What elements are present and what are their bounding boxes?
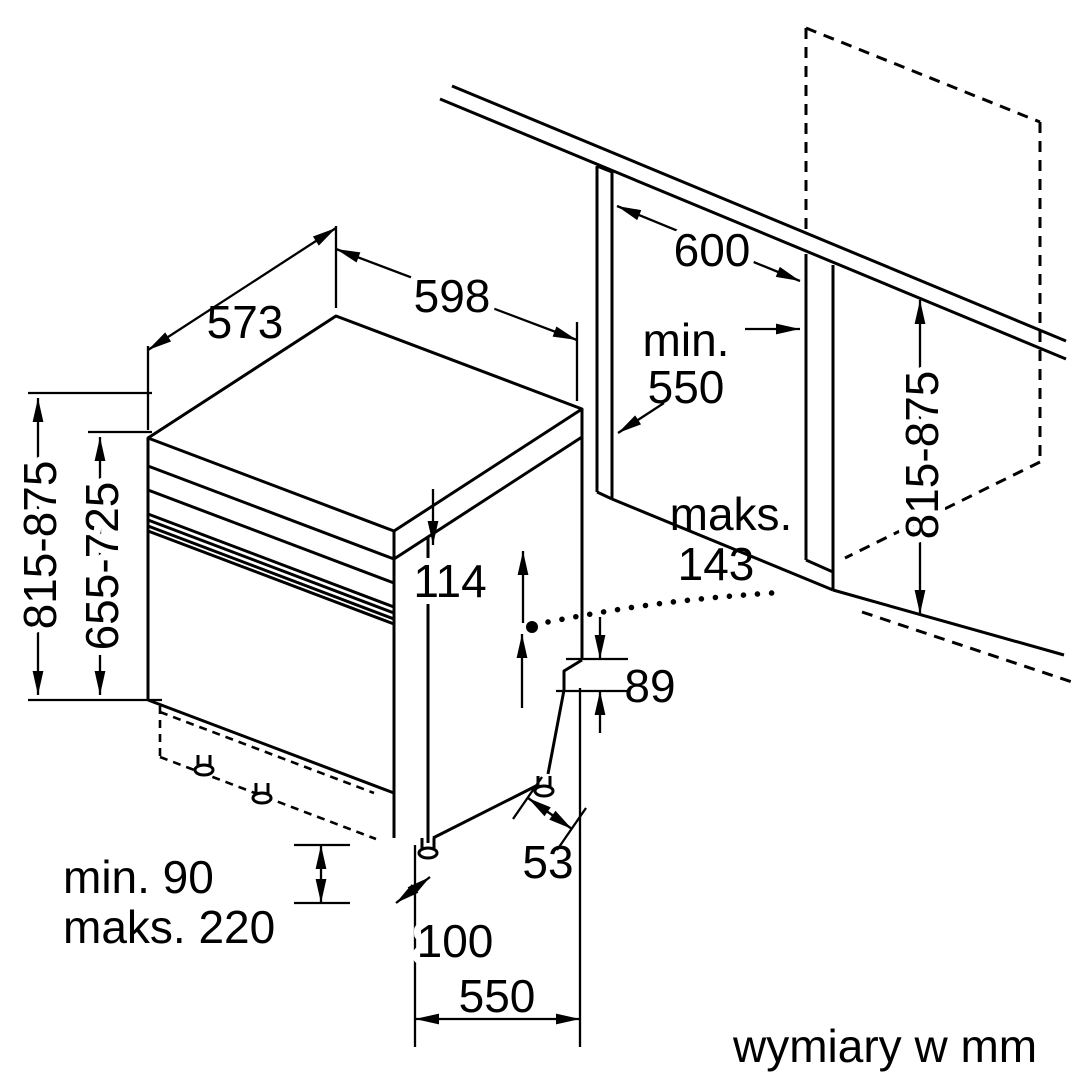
dim-label-control-panel-height: 114 — [413, 555, 486, 607]
dim-label-height-total: 815-875 — [14, 461, 66, 630]
dim-label-width-top: 598 — [414, 270, 491, 322]
dim-label-feet-max: maks. 220 — [63, 901, 275, 953]
dim-label-niche-height: 815-875 — [896, 371, 948, 540]
foot — [417, 838, 439, 860]
foot — [533, 776, 555, 798]
counter — [439, 84, 1067, 361]
dim-label-rear-foot-inset: 53 — [522, 836, 573, 888]
dim-label-niche-depth-value: 550 — [648, 361, 725, 413]
dim-label-depth-top: 573 — [207, 296, 284, 348]
dim-label-height-body: 655-725 — [76, 482, 128, 651]
foot — [193, 755, 215, 777]
leader-dot — [526, 621, 538, 633]
niche — [595, 26, 1073, 684]
dishwasher — [146, 314, 584, 860]
dimension-lines — [28, 204, 926, 1047]
dim-label-door-panel-word: maks. — [670, 488, 793, 540]
dim-label-front-inset: 100 — [417, 915, 494, 967]
dim-label-feet-min: min. 90 — [63, 851, 214, 903]
dimension-labels: 573 598 600 min. 550 815-875 655-725 815… — [7, 217, 1037, 1072]
dim-label-niche-width: 600 — [674, 224, 751, 276]
foot — [251, 783, 273, 805]
dim-label-rear-base-height: 89 — [624, 660, 675, 712]
dim-label-base-depth: 550 — [459, 970, 536, 1022]
units-caption: wymiary w mm — [732, 1020, 1037, 1072]
dim-label-door-panel-value: 143 — [678, 538, 755, 590]
dishwasher-top — [146, 314, 584, 533]
dim-label-niche-depth-word: min. — [643, 314, 730, 366]
